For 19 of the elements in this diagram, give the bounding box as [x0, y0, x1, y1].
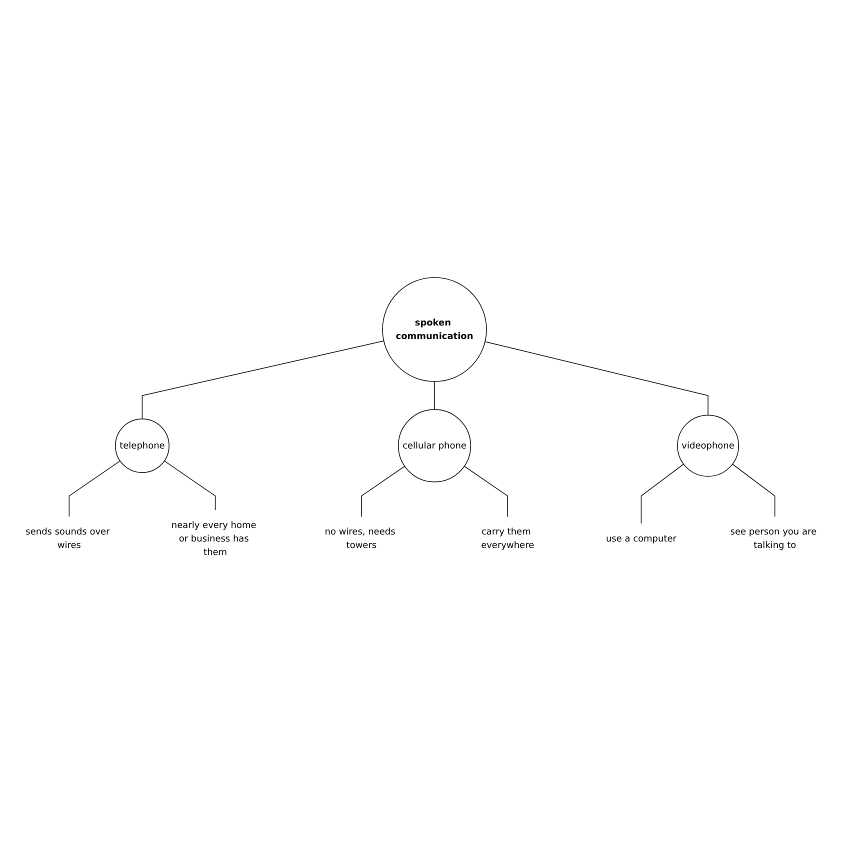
connector — [68, 460, 121, 517]
node-circle: cellular phone — [398, 408, 472, 482]
connector — [164, 460, 216, 510]
node-text: nearly every home or business has them — [171, 519, 256, 557]
connector — [484, 340, 708, 416]
node-text: see person you are talking to — [730, 526, 817, 550]
node-circle: videophone — [677, 414, 740, 476]
node-text: carry them everywhere — [481, 526, 534, 550]
connector — [142, 340, 384, 419]
connector — [640, 463, 684, 524]
connector — [434, 380, 435, 410]
node-text: no wires, needs towers — [324, 526, 396, 550]
node-text: use a computer — [606, 532, 676, 544]
connector — [732, 463, 776, 517]
node-circle: telephone — [114, 418, 170, 473]
connector — [464, 465, 508, 517]
node-circle: spoken communication — [382, 276, 487, 382]
connector — [361, 465, 406, 517]
node-text: sends sounds over wires — [26, 526, 110, 550]
